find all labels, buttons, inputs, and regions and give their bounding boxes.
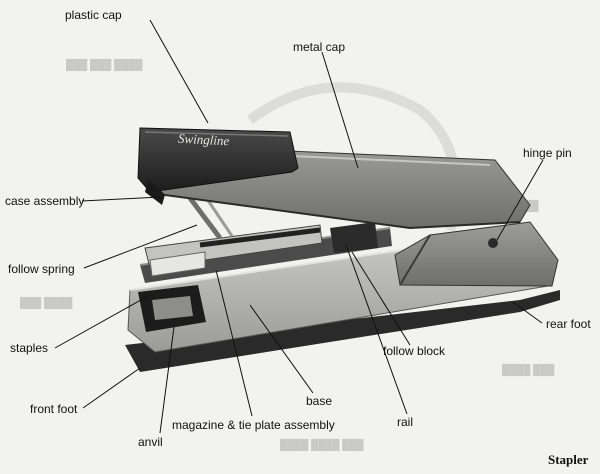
- label-case-assembly: case assembly: [5, 194, 85, 208]
- case-assembly: [145, 180, 165, 205]
- brand-logo: Swingline: [177, 130, 230, 149]
- label-hinge-pin: hinge pin: [523, 146, 572, 160]
- label-staples: staples: [10, 341, 49, 355]
- ghost-text: ████ ████ ███: [280, 440, 364, 451]
- page-title: Stapler: [548, 452, 589, 467]
- magazine-channel: [199, 227, 321, 248]
- label-plastic-cap: plastic cap: [65, 8, 122, 22]
- label-rear-foot: rear foot: [546, 317, 591, 331]
- label-anvil: anvil: [138, 435, 163, 449]
- follow-spring-rod: [203, 195, 234, 237]
- label-magazine: magazine & tie plate assembly: [172, 418, 335, 432]
- label-base: base: [306, 394, 333, 408]
- rear-block-shadow: [399, 234, 431, 286]
- anvil-insert: [152, 296, 193, 320]
- ghost-text: ███ ████: [20, 298, 73, 309]
- plastic-cap-highlight: [144, 131, 289, 137]
- follow-spring: [188, 196, 222, 240]
- rail: [140, 228, 392, 283]
- leader-lines: [54, 19, 544, 434]
- follow-block: [330, 222, 378, 253]
- hinge-pin: [488, 238, 498, 248]
- staples-stack: [149, 251, 206, 277]
- label-rail: rail: [397, 415, 414, 429]
- ghost-text: ███ ███ ████: [66, 60, 143, 71]
- label-follow-spring: follow spring: [8, 262, 75, 276]
- label-front-foot: front foot: [30, 402, 78, 416]
- label-follow-block: follow block: [383, 344, 446, 358]
- plastic-cap: [137, 127, 299, 193]
- label-metal-cap: metal cap: [293, 40, 346, 54]
- metal-cap-underside: [164, 194, 521, 230]
- base-shadow: [125, 290, 560, 372]
- ghost-text: ████ ███: [502, 365, 555, 376]
